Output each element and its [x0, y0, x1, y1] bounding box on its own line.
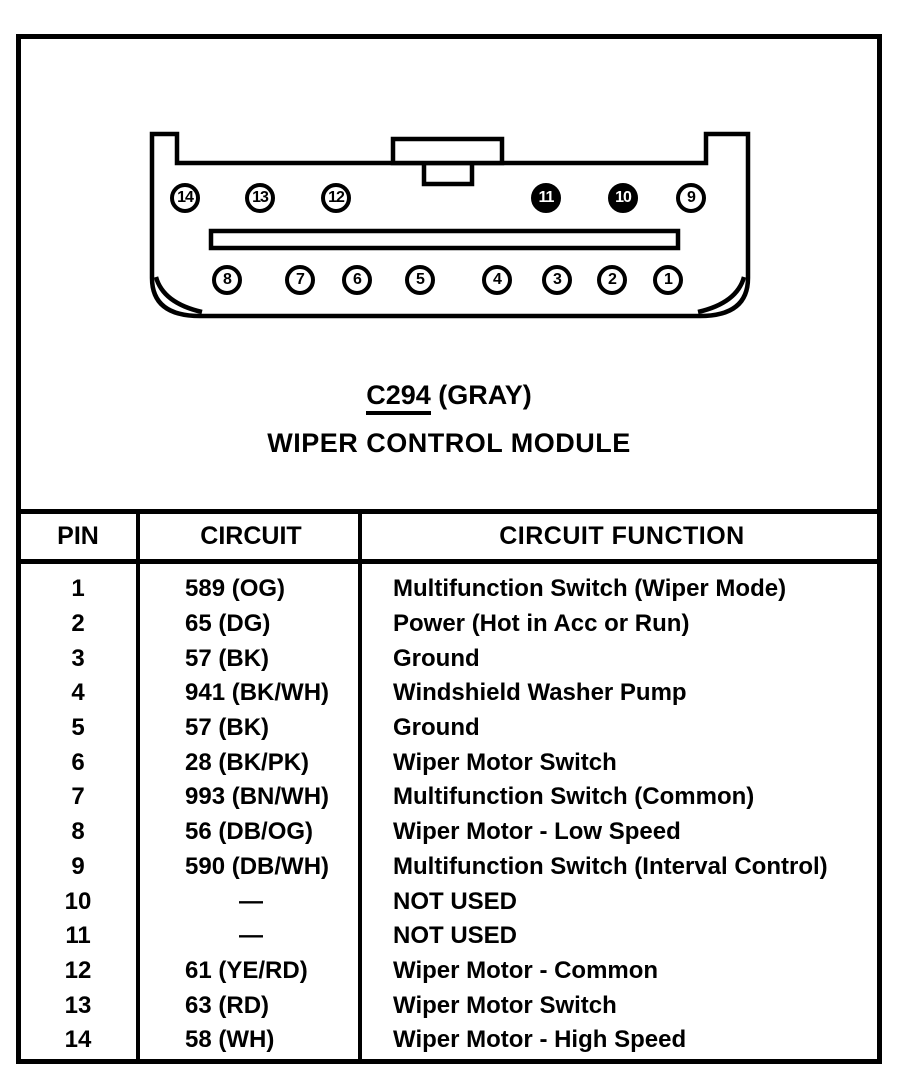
connector-pin-6: 6 [342, 265, 372, 295]
connector-color: (GRAY) [430, 380, 532, 410]
pinout-table: PIN CIRCUIT CIRCUIT FUNCTION 1 589 (OG) Mu… [16, 509, 882, 1064]
connector-pin-1: 1 [653, 265, 683, 295]
connector-pin-5: 5 [405, 265, 435, 295]
circuit-function-cell: Windshield Washer Pump [393, 679, 687, 707]
pin-cell: 1 [71, 575, 85, 603]
table-row: 3 57 (BK) Ground [16, 641, 882, 676]
circuit-function-cell: NOT USED [393, 887, 518, 915]
circuit-cell: 56 (DB/OG) [185, 818, 314, 846]
table-row: 8 56 (DB/OG) Wiper Motor - Low Speed [16, 815, 882, 850]
circuit-function-cell: Multifunction Switch (Interval Control) [393, 852, 828, 880]
circuit-function-cell: Wiper Motor Switch [393, 991, 617, 1019]
table-row: 14 58 (WH) Wiper Motor - High Speed [16, 1023, 882, 1058]
pin-cell: 5 [71, 714, 85, 742]
pin-cell: 7 [71, 783, 85, 811]
circuit-function-cell: Wiper Motor - Common [393, 956, 659, 984]
pin-cell: 11 [65, 922, 91, 950]
circuit-cell: — [239, 887, 263, 915]
circuit-function-cell: Wiper Motor - High Speed [393, 1026, 687, 1054]
circuit-function-cell: Multifunction Switch (Wiper Mode) [393, 575, 787, 603]
pin-cell: 4 [71, 679, 85, 707]
circuit-cell: — [239, 922, 263, 950]
circuit-function-cell: Wiper Motor - Low Speed [393, 818, 681, 846]
circuit-cell: 58 (WH) [185, 1026, 275, 1054]
pin-cell: 12 [64, 956, 92, 984]
table-row: 1 589 (OG) Multifunction Switch (Wiper Mod… [16, 572, 882, 607]
page-border [16, 34, 882, 1064]
circuit-cell: 28 (BK/PK) [185, 748, 310, 776]
table-row: 9 590 (DB/WH) Multifunction Switch (Interv… [16, 850, 882, 885]
circuit-function-cell: Power (Hot in Acc or Run) [393, 610, 690, 638]
pin-cell: 2 [71, 610, 85, 638]
table-row: 2 65 (DG) Power (Hot in Acc or Run) [16, 607, 882, 642]
connector-pin-13: 13 [245, 183, 275, 213]
circuit-cell: 61 (YE/RD) [185, 956, 308, 984]
connector-pin-12: 12 [321, 183, 351, 213]
circuit-function-cell: Wiper Motor Switch [393, 748, 617, 776]
table-row: 13 63 (RD) Wiper Motor Switch [16, 988, 882, 1023]
table-row: 5 57 (BK) Ground [16, 711, 882, 746]
circuit-cell: 57 (BK) [185, 714, 270, 742]
table-header: PIN CIRCUIT CIRCUIT FUNCTION [16, 514, 882, 564]
pin-cell: 3 [71, 644, 85, 672]
pin-cell: 8 [71, 818, 85, 846]
pin-cell: 10 [64, 887, 92, 915]
circuit-cell: 941 (BK/WH) [185, 679, 330, 707]
circuit-cell: 63 (RD) [185, 991, 270, 1019]
circuit-cell: 65 (DG) [185, 610, 271, 638]
column-divider [358, 514, 362, 1064]
table-row: 7 993 (BN/WH) Multifunction Switch (Common… [16, 780, 882, 815]
table-row: 6 28 (BK/PK) Wiper Motor Switch [16, 745, 882, 780]
connector-title: C294 (GRAY) [16, 380, 882, 415]
column-divider [136, 514, 140, 1064]
table-row: 10 — NOT USED [16, 884, 882, 919]
circuit-function-cell: Ground [393, 714, 480, 742]
circuit-cell: 589 (OG) [185, 575, 286, 603]
connector-pin-3: 3 [542, 265, 572, 295]
connector-pin-4: 4 [482, 265, 512, 295]
table-body: 1 589 (OG) Multifunction Switch (Wiper Mod… [16, 564, 882, 1058]
connector-pin-10: 10 [608, 183, 638, 213]
circuit-cell: 57 (BK) [185, 644, 270, 672]
module-name: WIPER CONTROL MODULE [267, 428, 631, 458]
pin-cell: 14 [64, 1026, 92, 1054]
pin-cell: 13 [64, 991, 92, 1019]
connector-pin-14: 14 [170, 183, 200, 213]
header-circuit: CIRCUIT [200, 522, 302, 550]
circuit-cell: 993 (BN/WH) [185, 783, 330, 811]
connector-pin-8: 8 [212, 265, 242, 295]
pin-cell: 6 [71, 748, 85, 776]
circuit-function-cell: Multifunction Switch (Common) [393, 783, 755, 811]
table-row: 12 61 (YE/RD) Wiper Motor - Common [16, 954, 882, 989]
connector-pin-7: 7 [285, 265, 315, 295]
pin-cell: 9 [71, 852, 85, 880]
header-pin: PIN [57, 522, 99, 550]
connector-pin-9: 9 [676, 183, 706, 213]
table-row: 4 941 (BK/WH) Windshield Washer Pump [16, 676, 882, 711]
circuit-function-cell: NOT USED [393, 922, 518, 950]
connector-code: C294 [366, 380, 431, 415]
connector-pin-2: 2 [597, 265, 627, 295]
connector-pin-11: 11 [531, 183, 561, 213]
circuit-cell: 590 (DB/WH) [185, 852, 330, 880]
circuit-function-cell: Ground [393, 644, 480, 672]
table-row: 11 — NOT USED [16, 919, 882, 954]
header-circuit-function: CIRCUIT FUNCTION [499, 522, 745, 550]
